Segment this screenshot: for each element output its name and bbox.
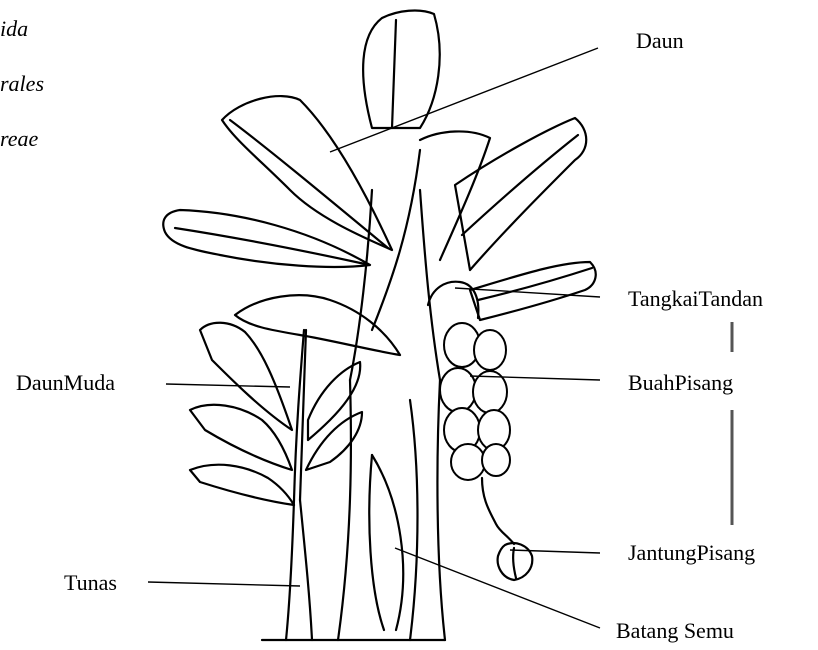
label-daun: Daun bbox=[636, 30, 684, 52]
label-daun-muda: DaunMuda bbox=[16, 372, 115, 394]
label-jantung-pisang: JantungPisang bbox=[628, 542, 755, 564]
sucker-plant bbox=[190, 323, 362, 640]
label-tunas: Tunas bbox=[64, 572, 117, 594]
upper-right-leaf-rib bbox=[462, 135, 578, 235]
peduncle-arc bbox=[428, 282, 478, 318]
mid-left-leaf bbox=[235, 295, 400, 355]
leader-lines bbox=[148, 48, 600, 628]
center-leaf bbox=[222, 96, 392, 250]
banana-bunch bbox=[440, 323, 510, 480]
label-tangkai-tandan: TangkaiTandan bbox=[628, 288, 763, 310]
label-buah-pisang: BuahPisang bbox=[628, 372, 733, 394]
upper-right-leaf-1 bbox=[420, 131, 490, 260]
top-leaf-rib bbox=[392, 20, 396, 128]
pseudostem-outline bbox=[338, 380, 445, 640]
right-leaf bbox=[470, 262, 596, 320]
left-leaf-rib bbox=[175, 228, 365, 264]
rachis bbox=[482, 478, 514, 544]
top-rolled-leaf bbox=[363, 11, 440, 128]
banana-heart-fold bbox=[513, 548, 516, 578]
label-batang-semu: Batang Semu bbox=[616, 620, 734, 642]
upper-right-leaf-2 bbox=[455, 118, 586, 270]
